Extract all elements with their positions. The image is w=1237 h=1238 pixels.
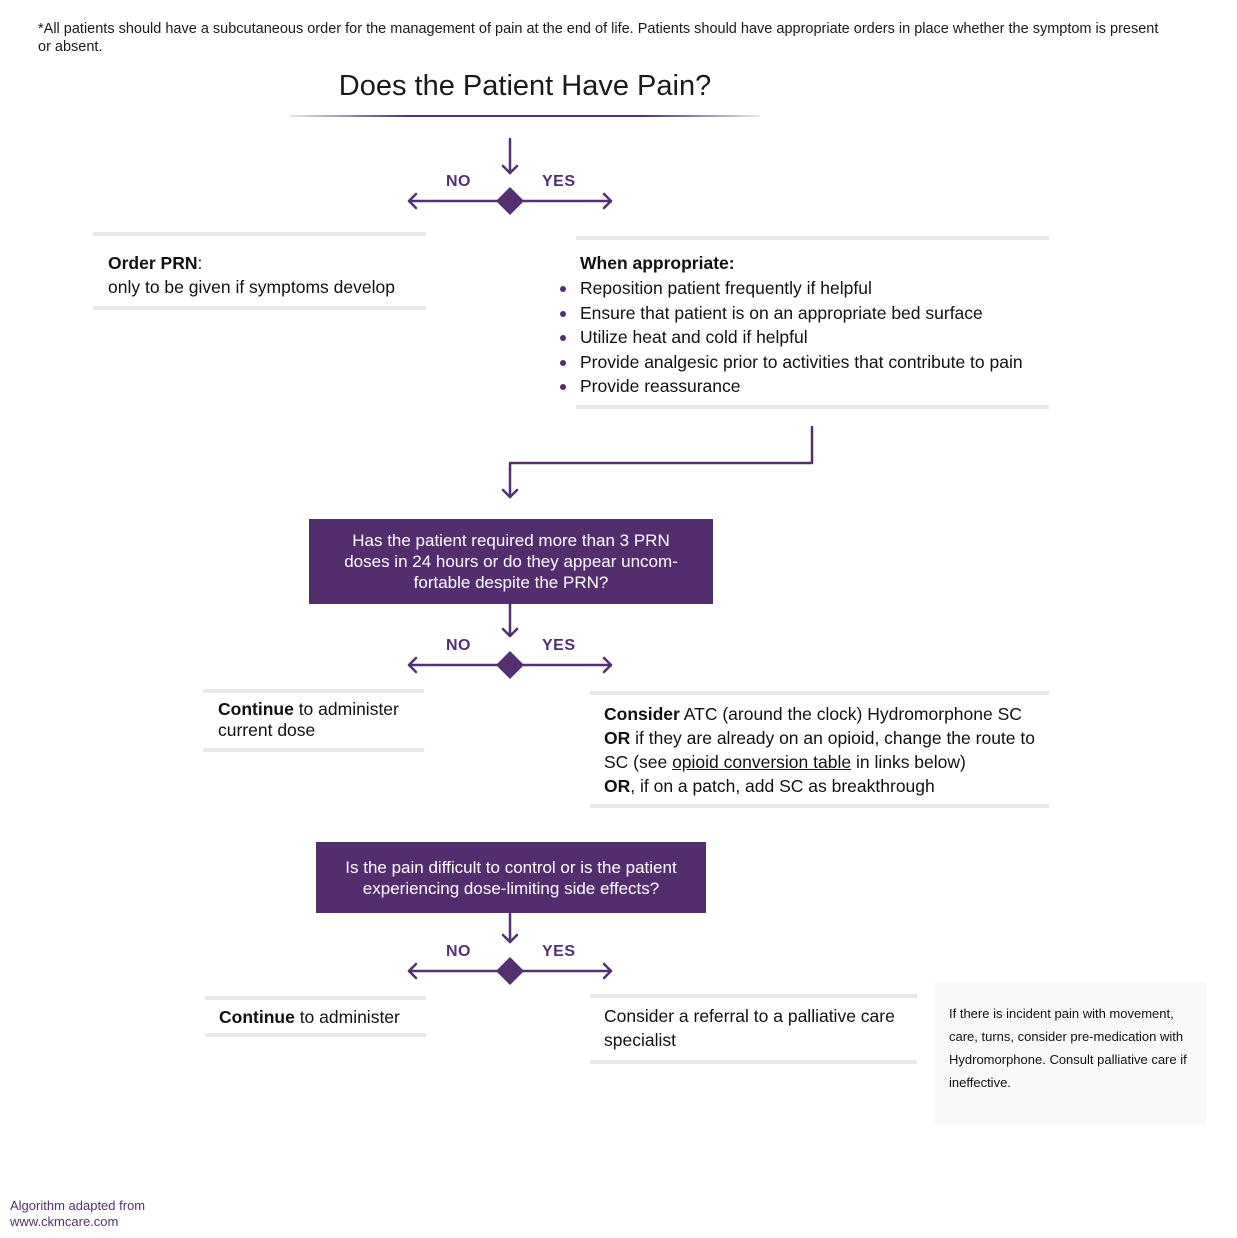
- no-box-1-colon: :: [197, 253, 203, 273]
- decision-3-yes-label: YES: [542, 943, 576, 960]
- side-note: If there is incident pain with movement,…: [935, 982, 1206, 1125]
- no-box-1: Order PRN: only to be given if symptoms …: [93, 232, 426, 310]
- branch-2-left-head: [407, 656, 418, 674]
- question-2-text: Has the patient required more than 3 PRN…: [344, 531, 678, 592]
- no-box-2: Continue to administer current dose: [203, 689, 424, 752]
- arrow-down-2-head: [501, 627, 519, 638]
- yes-box-1-list: Reposition patient frequently if helpful…: [560, 276, 1049, 398]
- list-item: Ensure that patient is on an appropriate…: [560, 301, 1049, 325]
- no-box-3-rest: to administer: [294, 1007, 400, 1027]
- yes-box-3: Consider a referral to a palliative care…: [590, 994, 917, 1064]
- branch-2-right-head: [602, 656, 613, 674]
- opioid-conversion-table-link[interactable]: opioid conversion table: [672, 752, 852, 772]
- arrow-down-3-head: [501, 933, 519, 944]
- no-box-1-line2: only to be given if symptoms develop: [108, 277, 395, 297]
- footer-link[interactable]: www.ckmcare.com: [10, 1214, 119, 1229]
- question-box-2: Has the patient required more than 3 PRN…: [309, 519, 713, 604]
- question-3-text: Is the pain difficult to control or is t…: [345, 857, 677, 898]
- no-box-2-rest: to administer current dose: [218, 699, 399, 740]
- decision-2-yes-label: YES: [542, 637, 576, 654]
- no-box-3: Continue to administer: [205, 996, 426, 1037]
- decision-3-no-label: NO: [446, 943, 471, 960]
- decision-1-yes-label: YES: [542, 173, 576, 190]
- yes-box-2-or-1: OR: [604, 728, 631, 748]
- yes-box-1: When appropriate: Reposition patient fre…: [560, 236, 1049, 409]
- no-box-2-bold: Continue: [218, 699, 294, 719]
- footer-credit: Algorithm adapted from www.ckmcare.com: [10, 1198, 145, 1230]
- title-underline: [290, 115, 760, 117]
- branch-3-left-head: [407, 962, 418, 980]
- yes-box-2-line1: ATC (around the clock) Hydromorphone SC: [679, 704, 1022, 724]
- no-box-1-bold: Order PRN: [108, 253, 198, 273]
- list-item: Reposition patient frequently if helpful: [560, 276, 1049, 300]
- decision-2-no-label: NO: [446, 637, 471, 654]
- decision-diamond-2: [496, 651, 524, 679]
- branch-1-left-head: [407, 192, 418, 210]
- list-item: Utilize heat and cold if helpful: [560, 325, 1049, 349]
- decision-diamond-1: [496, 187, 524, 215]
- connector-yes1-to-q2: [508, 425, 814, 499]
- yes-box-2-line2-end: in links below): [851, 752, 966, 772]
- yes-box-2-or-2: OR: [604, 776, 631, 796]
- yes-box-1-heading: When appropriate:: [580, 253, 735, 273]
- list-item: Provide analgesic prior to activities th…: [560, 350, 1049, 374]
- yes-box-2: Consider ATC (around the clock) Hydromor…: [590, 691, 1049, 808]
- yes-box-2-line3: , if on a patch, add SC as breakthrough: [630, 776, 935, 796]
- decision-diamond-3: [496, 957, 524, 985]
- branch-1-right-head: [602, 192, 613, 210]
- yes-box-2-consider: Consider: [604, 704, 680, 724]
- decision-1-no-label: NO: [446, 173, 471, 190]
- arrow-down-1-head: [501, 164, 519, 175]
- footer-line-1: Algorithm adapted from: [10, 1198, 146, 1213]
- yes-box-2-line2: if they are already on an opioid, change…: [604, 728, 1035, 772]
- question-box-3: Is the pain difficult to control or is t…: [316, 842, 706, 913]
- yes-box-3-text: Consider a referral to a palliative care…: [604, 1006, 895, 1050]
- connector-q2-head: [501, 488, 519, 499]
- top-note: *All patients should have a subcutaneous…: [38, 21, 1159, 55]
- branch-3-right-head: [602, 962, 613, 980]
- list-item: Provide reassurance: [560, 374, 1049, 398]
- no-box-3-bold: Continue: [219, 1007, 295, 1027]
- page-title: Does the Patient Have Pain?: [338, 70, 712, 102]
